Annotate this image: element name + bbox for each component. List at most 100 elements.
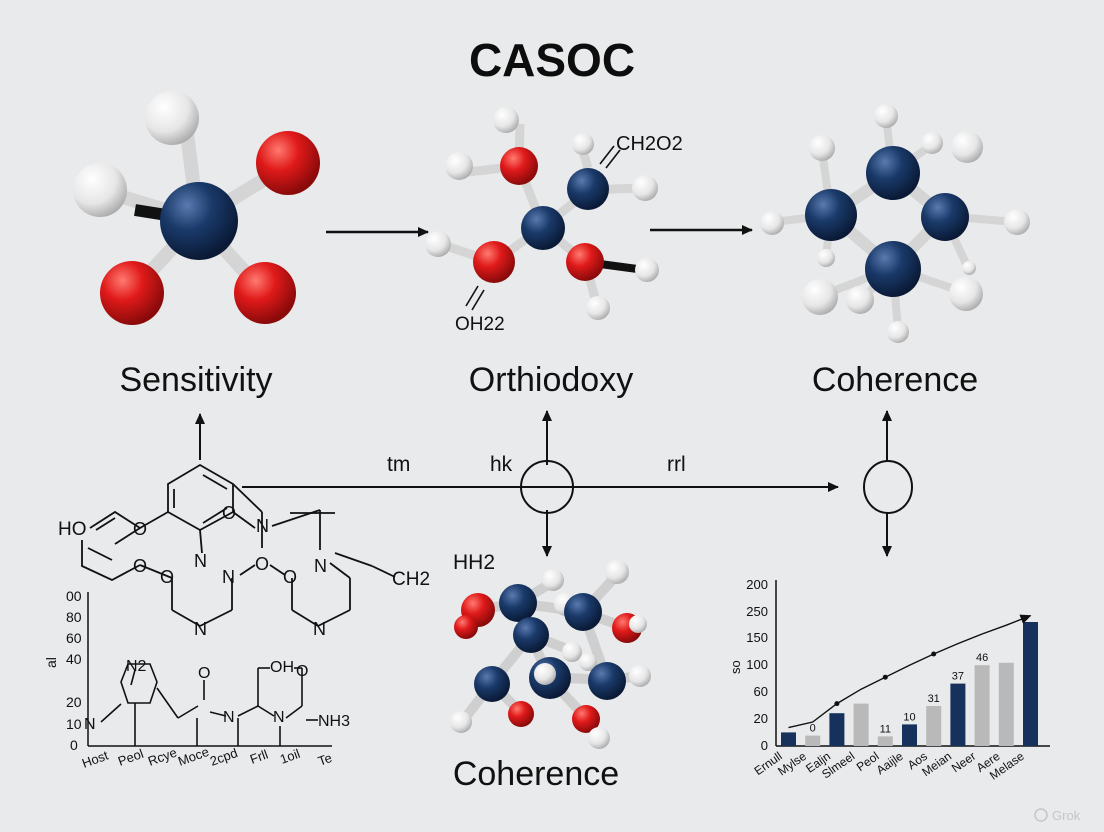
atom-blue — [160, 182, 238, 260]
atom-o: O — [160, 567, 174, 587]
bar-value-label: 37 — [952, 671, 964, 683]
atom-blue — [567, 168, 609, 210]
atom-n: N — [313, 619, 326, 639]
x-tick-label: 2cpd — [208, 745, 240, 769]
bar-value-label: 10 — [903, 711, 915, 723]
atom-white — [145, 91, 199, 145]
y-tick-label: 20 — [754, 711, 768, 726]
bars-layer — [781, 622, 1038, 746]
x-tick-label: 1oil — [278, 746, 302, 767]
left-scheme-labels: N2 N O N OH N O NH3 — [84, 658, 350, 733]
atom-blue — [588, 662, 626, 700]
atom-n: N — [314, 556, 327, 576]
structural-formula — [81, 463, 396, 627]
formula-oh2: OH22 — [455, 314, 505, 335]
atom-red — [508, 701, 534, 727]
atom-n2: N2 — [126, 658, 147, 675]
y-tick-label: 200 — [746, 577, 768, 592]
axis-label: al — [43, 657, 59, 668]
atom-n: N — [273, 709, 285, 726]
atom-n: N — [84, 716, 96, 733]
atom-red — [454, 615, 478, 639]
atom-white — [572, 133, 594, 155]
atom-red — [572, 705, 600, 733]
atom-blue — [474, 666, 510, 702]
atom-white — [534, 663, 556, 685]
bar-value-label: 11 — [880, 723, 891, 735]
atom-white — [445, 152, 473, 180]
atom-blue — [499, 584, 537, 622]
tick-label: 60 — [66, 630, 82, 646]
bar-peol — [877, 736, 893, 746]
atom-o: O — [133, 556, 147, 576]
bar-slmeel — [853, 703, 869, 746]
tick-label: 10 — [66, 716, 82, 732]
chart-y-label: so — [728, 660, 743, 674]
x-tick-label: Rcye — [146, 745, 179, 769]
atom-n: N — [223, 709, 235, 726]
watermark: Grok — [1034, 808, 1081, 823]
atom-white — [629, 615, 647, 633]
bar-meian — [950, 683, 966, 746]
atom-white — [450, 711, 472, 733]
atom-white — [817, 249, 835, 267]
atom-white — [874, 104, 898, 128]
formula-ho: HO — [58, 519, 87, 540]
atom-blue — [865, 241, 921, 297]
x-tick-label: Peol — [116, 746, 146, 769]
atom-white — [887, 321, 909, 343]
tick-label: 20 — [66, 694, 82, 710]
atom-o: O — [198, 665, 210, 682]
trend-point — [834, 701, 840, 707]
formula-nh3: NH3 — [318, 713, 350, 730]
tick-label: 0 — [70, 737, 78, 753]
atom-white — [562, 642, 582, 662]
tick-label: 80 — [66, 609, 82, 625]
molecule-coherence-ring — [760, 104, 1030, 343]
trend-point — [931, 651, 937, 657]
atom-n: N — [222, 567, 235, 587]
category-label: Aaijle — [874, 749, 906, 777]
atom-blue — [866, 146, 920, 200]
atom-white — [760, 211, 784, 235]
connector-label-rrl: rrl — [667, 453, 686, 476]
atom-blue — [513, 617, 549, 653]
atom-white — [605, 560, 629, 584]
atom-white — [493, 107, 519, 133]
y-tick-label: 100 — [746, 657, 768, 672]
molecule-orthiodoxy: CH2O2 OH22 — [425, 107, 683, 335]
atom-o: O — [283, 567, 297, 587]
atom-white — [846, 286, 874, 314]
atom-red — [100, 261, 164, 325]
atom-n: N — [256, 516, 269, 536]
formula-hh2: HH2 — [453, 551, 495, 574]
bar-neer — [974, 665, 990, 746]
atom-white — [629, 665, 651, 687]
bar-mylse — [805, 735, 821, 746]
trend-point — [882, 674, 888, 680]
tick-label: 00 — [66, 588, 82, 604]
connector-label-hk: hk — [490, 453, 513, 476]
ring-atom-labels: HO O O N O N O O N O N N N CH2 — [58, 503, 430, 639]
connector-network — [195, 410, 913, 557]
left-scheme — [100, 663, 318, 746]
bar-melase — [1023, 622, 1038, 746]
molecule-coherence-cluster: HH2 — [450, 551, 651, 749]
crosshair-node — [520, 460, 574, 514]
bar-aos — [926, 706, 942, 746]
y-tick-label: 250 — [746, 604, 768, 619]
page-title: CASOC — [469, 34, 635, 86]
atom-white — [962, 261, 976, 275]
category-label: Neer — [949, 749, 978, 775]
atom-white — [635, 258, 659, 282]
atom-white — [586, 296, 610, 320]
bar-aaijle — [902, 724, 917, 746]
atom-white — [921, 132, 943, 154]
x-tick-label: Host — [80, 747, 111, 770]
x-tick-label: Frll — [248, 747, 270, 767]
atom-white — [951, 131, 983, 163]
